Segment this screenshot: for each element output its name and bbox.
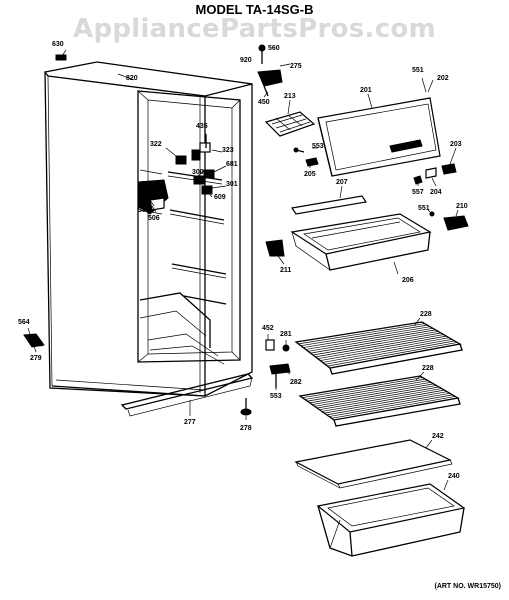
shelf-wire	[331, 396, 456, 419]
callout-210: 210	[456, 203, 468, 210]
callout-820: 820	[126, 75, 138, 82]
leveling-leg	[240, 398, 252, 416]
callout-277: 277	[184, 419, 196, 426]
shelf-wire	[307, 380, 429, 402]
shelf-wire	[329, 394, 453, 417]
callout-300: 300	[192, 169, 204, 176]
shelf-wire	[308, 329, 436, 352]
shelf-wire	[319, 388, 442, 411]
callout-564: 564	[18, 319, 30, 326]
shelf-wire	[305, 327, 433, 350]
shelf-wire	[302, 377, 423, 399]
callout-labels: 630 560 920 275 551 202 820 450 213 201 …	[18, 41, 468, 480]
callout-557: 557	[412, 189, 424, 196]
callout-452: 452	[262, 325, 274, 332]
callout-206: 206	[402, 277, 414, 284]
shelf-wire	[317, 335, 447, 360]
callout-204: 204	[430, 189, 442, 196]
callout-551-right: 551	[418, 205, 430, 212]
callout-203: 203	[450, 141, 462, 148]
crisper-cover	[294, 439, 453, 489]
callout-322: 322	[150, 141, 162, 148]
callout-560: 560	[268, 45, 280, 52]
leader-lines	[27, 49, 459, 491]
door-latch	[293, 147, 319, 167]
callout-279: 279	[30, 355, 42, 362]
shelf-wire	[327, 342, 458, 367]
callout-228-upper: 228	[420, 311, 432, 318]
callout-211: 211	[280, 267, 291, 274]
cabinet	[44, 61, 253, 397]
chiller-shelf-front	[290, 195, 368, 215]
callout-435: 435	[196, 123, 208, 130]
ice-tray	[264, 111, 316, 137]
part-630	[55, 54, 67, 61]
callout-202: 202	[437, 75, 449, 82]
shelf-wire	[300, 324, 428, 347]
callout-301: 301	[226, 181, 238, 188]
callout-240: 240	[448, 473, 460, 480]
callout-551-left: 551	[138, 207, 150, 214]
callout-205: 205	[304, 171, 316, 178]
art-number: (ART NO. WR15750)	[434, 583, 501, 590]
shelf-wire	[312, 383, 434, 405]
callout-506: 506	[148, 215, 160, 222]
shelf-wire	[320, 337, 450, 361]
callout-920: 920	[240, 57, 252, 64]
freezer-door	[317, 97, 441, 177]
control-assembly	[137, 134, 215, 215]
shelf-wire	[309, 381, 431, 404]
shelf-wire	[312, 332, 442, 356]
shelf-wire	[321, 389, 445, 412]
callout-281: 281	[280, 331, 292, 338]
wire-shelf-lower	[298, 375, 461, 427]
shelf-wire	[326, 392, 450, 416]
shelf-wire	[303, 326, 431, 348]
callout-450: 450	[258, 99, 270, 106]
bottom-hinge	[23, 333, 45, 348]
shelf-wire	[304, 378, 426, 400]
shelf-wire	[316, 386, 440, 409]
shelf-wire	[310, 331, 439, 354]
callout-323: 323	[222, 147, 234, 154]
shelf-wire	[325, 340, 455, 365]
callout-551-top: 551	[412, 67, 424, 74]
tray-brackets	[265, 211, 469, 257]
chiller-tray	[290, 213, 432, 271]
shelf-wire	[324, 391, 448, 414]
top-hinge	[257, 44, 283, 97]
shelf-wire	[322, 338, 452, 363]
shelf-wire	[314, 385, 437, 407]
door-hinge-parts	[413, 163, 457, 185]
callout-213: 213	[284, 93, 296, 100]
crisper-drawer	[316, 483, 466, 557]
callout-282: 282	[290, 379, 302, 386]
callout-630: 630	[52, 41, 64, 48]
shelf-supports	[265, 339, 291, 388]
callout-609: 609	[214, 194, 226, 201]
callout-207: 207	[336, 179, 348, 186]
callout-553-bottom: 553	[270, 393, 282, 400]
callout-201: 201	[360, 87, 372, 94]
callout-228-lower: 228	[422, 365, 434, 372]
callout-681: 681	[226, 161, 238, 168]
callout-275: 275	[290, 63, 302, 70]
callout-242: 242	[432, 433, 444, 440]
shelf-wire	[315, 334, 444, 358]
shelf-wire	[298, 323, 425, 345]
callout-278: 278	[240, 425, 252, 432]
watermark: AppliancePartsPros.com	[73, 14, 436, 44]
model-title: MODEL TA-14SG-B	[195, 2, 314, 17]
callout-553-top: 553	[312, 143, 324, 150]
wire-shelf-upper	[294, 321, 463, 375]
